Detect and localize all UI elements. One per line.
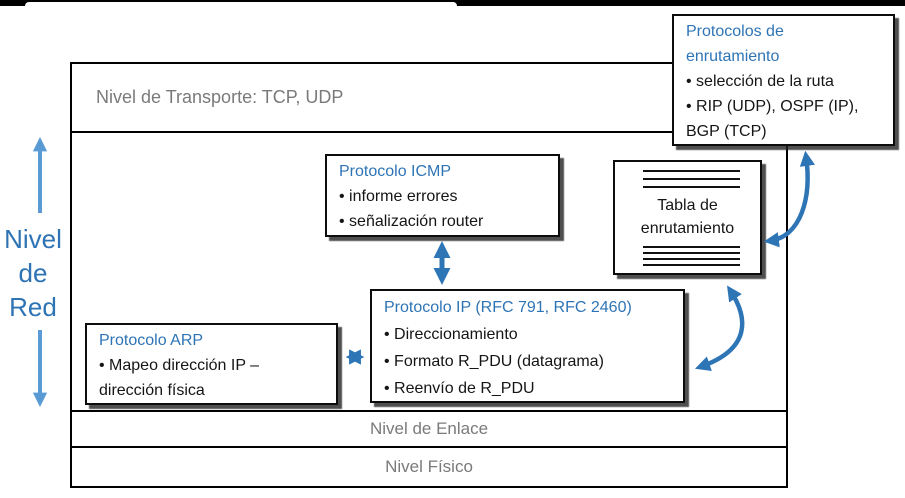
ip-protocol-box: Protocolo IP (RFC 791, RFC 2460) • Direc… — [370, 289, 685, 403]
ip-box-title: Protocolo IP (RFC 791, RFC 2460) — [384, 299, 632, 316]
table-ruled-lines-icon — [643, 170, 740, 188]
routing-bullet-line: • RIP (UDP), OSPF (IP), — [686, 98, 859, 115]
physical-layer-row: Nivel Físico — [72, 446, 786, 486]
routing-table-label-line: enrutamiento — [640, 220, 735, 237]
routing-protocols-box: Protocolos de enrutamiento • selección d… — [672, 14, 895, 146]
transport-layer-row: Nivel de Transporte: TCP, UDP — [72, 64, 786, 133]
icmp-protocol-box: Protocolo ICMP • informe errores • señal… — [325, 154, 560, 237]
network-layer-label-line: Red — [9, 292, 57, 322]
icmp-bullet-line: • señalización router — [339, 213, 484, 230]
network-layer-label-line: Nivel — [4, 224, 62, 254]
protocol-stack-box: Nivel de Transporte: TCP, UDP Nivel de E… — [70, 62, 788, 488]
icmp-bullet-line: • informe errores — [339, 188, 458, 205]
arp-bullet-line: • Mapeo dirección IP – — [99, 357, 260, 374]
network-layer-label: Nivel de Red — [0, 222, 66, 324]
table-ruled-lines-icon — [643, 246, 740, 266]
routing-box-title-line: enrutamiento — [686, 48, 780, 65]
arp-bullet-line: dirección física — [99, 382, 205, 399]
ip-bullet-line: • Formato R_PDU (datagrama) — [384, 353, 604, 370]
slide-rounded-corner — [25, 2, 457, 6]
link-layer-label: Nivel de Enlace — [369, 419, 489, 438]
routing-bullet-line: BGP (TCP) — [686, 123, 767, 140]
network-layer-label-line: de — [18, 258, 48, 288]
routing-box-title-line: Protocolos de — [686, 23, 784, 40]
slide-top-edge — [0, 0, 905, 6]
link-layer-row: Nivel de Enlace — [72, 410, 786, 446]
transport-layer-label: Nivel de Transporte: TCP, UDP — [96, 87, 344, 107]
routing-table-label: Tabla de enrutamiento — [615, 194, 760, 240]
ip-bullet-line: • Reenvío de R_PDU — [384, 380, 535, 397]
routing-table-box: Tabla de enrutamiento — [613, 160, 762, 275]
ip-bullet-line: • Direccionamiento — [384, 326, 518, 343]
routing-bullet-line: • selección de la ruta — [686, 73, 834, 90]
arp-protocol-box: Protocolo ARP • Mapeo dirección IP – dir… — [85, 323, 338, 405]
arp-box-title: Protocolo ARP — [99, 332, 204, 349]
physical-layer-label: Nivel Físico — [385, 457, 473, 476]
icmp-box-title: Protocolo ICMP — [339, 163, 452, 180]
routing-table-label-line: Tabla de — [657, 197, 718, 214]
